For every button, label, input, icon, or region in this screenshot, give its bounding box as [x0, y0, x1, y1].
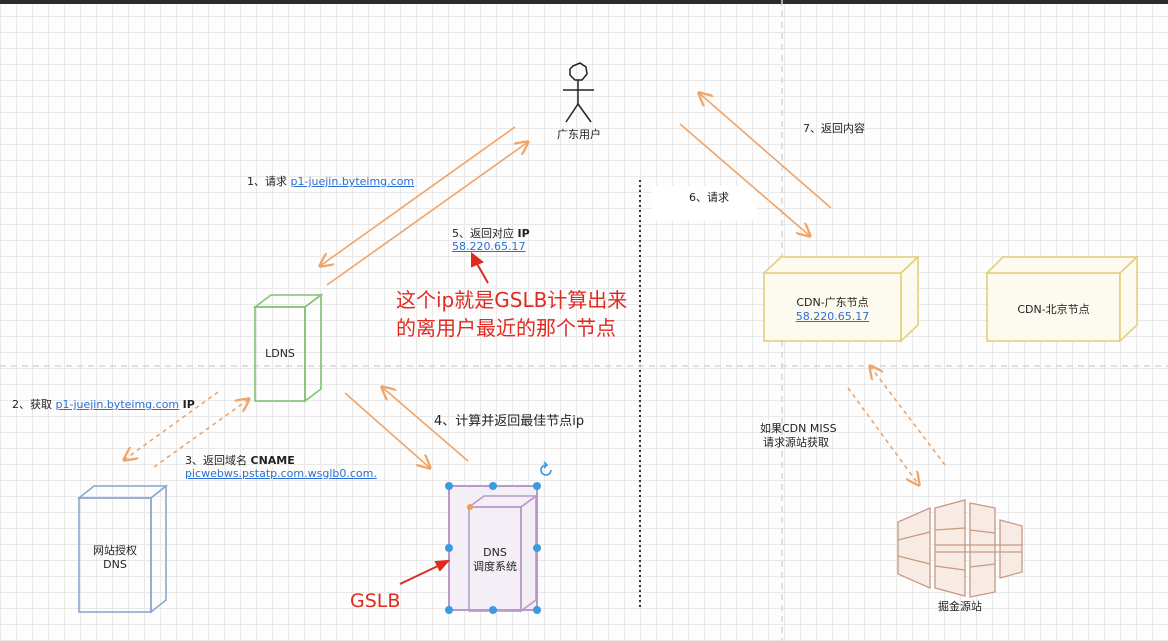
- step2-ip-word: IP: [182, 398, 195, 411]
- red-pointer-arrow-gslb: [399, 559, 451, 585]
- auth-dns-label-line1: 网站授权: [93, 544, 137, 557]
- auth-dns-box: [76, 484, 169, 614]
- cdn-gd-label: CDN-广东节点: [796, 296, 869, 309]
- arrow-auth-dns-to-ldns: [153, 399, 249, 468]
- arrow-ldns-to-user: [326, 142, 528, 286]
- arrow-ldns-to-gslb: [344, 392, 430, 468]
- step5-ip-word: IP: [517, 227, 530, 240]
- selection-handles[interactable]: [445, 482, 541, 614]
- ldns-label: LDNS: [265, 347, 295, 360]
- ldns-box: [252, 293, 324, 403]
- cdn-gd-ip-link[interactable]: 58.220.65.17: [795, 310, 870, 323]
- step3-text: 3、返回域名 CNAME: [185, 454, 295, 468]
- cdn-bj-box: [985, 255, 1140, 343]
- arrow-origin-to-cdn: [870, 366, 946, 466]
- origin-server-icon: [897, 499, 1023, 598]
- step5-label: 5、返回对应: [452, 227, 514, 240]
- arrow-cdn-to-origin: [847, 387, 919, 485]
- gslb-box: [448, 485, 539, 613]
- cdn-gd-ip: 58.220.65.17: [764, 310, 901, 324]
- annotation-gslb: GSLB: [350, 590, 401, 612]
- step3-label: 3、返回域名: [185, 454, 247, 467]
- step3-cname-link[interactable]: picwebws.pstatp.com.wsglb0.com.: [185, 467, 377, 480]
- gslb-box-label-line1: DNS: [483, 546, 507, 559]
- step7-label: 7、返回内容: [803, 122, 865, 135]
- arrow-cdn-to-user: [699, 93, 832, 209]
- step2-text: 2、获取 p1-juejin.byteimg.com IP: [12, 398, 195, 412]
- arrow-user-to-cdn: [679, 123, 810, 236]
- step6-label: 6、请求: [689, 191, 729, 204]
- user-label: 广东用户: [557, 128, 601, 141]
- step3-cname-word: CNAME: [250, 454, 295, 467]
- arrow-user-to-ldns: [320, 126, 516, 266]
- annotation-line2: 的离用户最近的那个节点: [396, 316, 616, 340]
- step1-label: 1、请求: [247, 175, 287, 188]
- label-mask-step6: [652, 186, 757, 220]
- step5-text: 5、返回对应 IP: [452, 227, 530, 241]
- origin-label: 掘金源站: [938, 600, 982, 613]
- arrow-ldns-to-auth-dns: [124, 391, 219, 460]
- step2-domain-link[interactable]: p1-juejin.byteimg.com: [55, 398, 180, 411]
- window-top-bar: [0, 0, 1168, 4]
- auth-dns-label-line2: DNS: [103, 558, 127, 571]
- rotate-handle-icon[interactable]: [540, 461, 552, 476]
- step5-ip-link[interactable]: 58.220.65.17: [452, 240, 526, 253]
- step1-domain-link[interactable]: p1-juejin.byteimg.com: [290, 175, 415, 188]
- user-figure-icon: [563, 62, 594, 123]
- cdn-miss-line1: 如果CDN MISS: [760, 422, 837, 435]
- cdn-miss-line2: 请求源站获取: [763, 436, 829, 449]
- cdn-bj-label: CDN-北京节点: [1017, 303, 1090, 316]
- annotation-line1: 这个ip就是GSLB计算出来: [396, 288, 628, 312]
- cdn-gd-box: [761, 255, 921, 343]
- step4-label: 4、计算并返回最佳节点ip: [434, 414, 585, 429]
- arrow-gslb-to-ldns: [382, 387, 469, 462]
- step2-label: 2、获取: [12, 398, 52, 411]
- gslb-box-label-line2: 调度系统: [473, 560, 517, 573]
- step1-text: 1、请求 p1-juejin.byteimg.com: [247, 175, 414, 189]
- red-pointer-arrow-ip: [471, 251, 489, 284]
